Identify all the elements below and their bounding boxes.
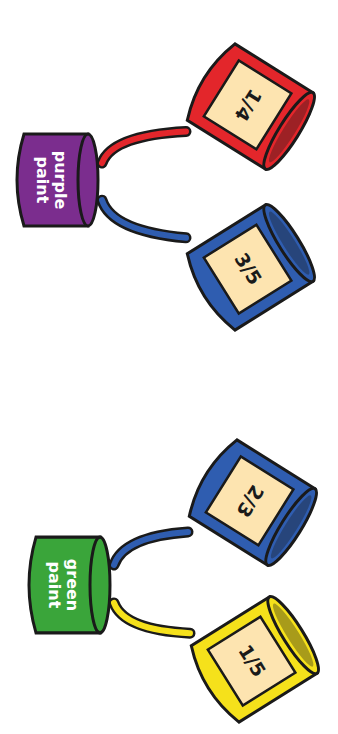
paint-stream <box>102 131 186 163</box>
source-can: 1/5 <box>171 578 338 734</box>
can-rim <box>90 537 110 633</box>
paint-name: green paint <box>32 541 94 629</box>
stream-outline <box>114 532 188 565</box>
mixed-paint-can: green paint <box>24 533 114 637</box>
stream-fill <box>114 532 188 565</box>
source-can: 1/4 <box>167 26 336 188</box>
stream-outline <box>102 200 186 238</box>
can-body <box>183 436 315 565</box>
paint-stream <box>114 603 190 633</box>
mixed-paint-can: purple paint <box>12 130 102 230</box>
can-body <box>185 597 317 726</box>
stream-fill <box>102 131 186 163</box>
stream-fill <box>114 603 190 633</box>
can-body <box>181 205 313 334</box>
stream-outline <box>114 603 190 633</box>
can-label <box>208 617 296 706</box>
source-can: 2/3 <box>169 422 338 584</box>
can-label <box>206 456 294 545</box>
stream-outline <box>102 131 186 163</box>
paint-stream <box>102 200 186 238</box>
can-label <box>204 60 292 149</box>
source-can: 3/5 <box>167 186 336 348</box>
can-rim <box>78 134 98 226</box>
paint-stream <box>114 532 188 565</box>
stream-fill <box>102 200 186 238</box>
can-body <box>181 40 313 169</box>
can-label <box>204 225 292 314</box>
paint-name: purple paint <box>20 138 82 222</box>
